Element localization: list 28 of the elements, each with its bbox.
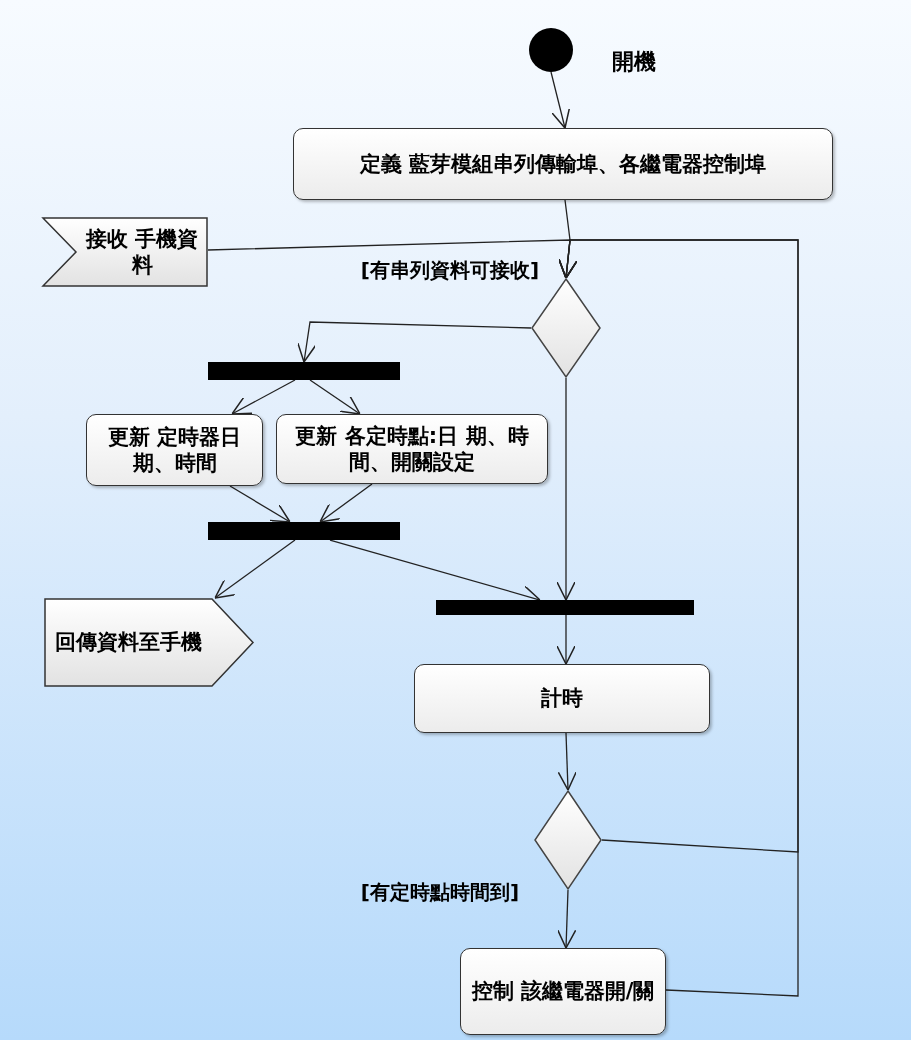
action-box: 控制 該繼電器開/關 bbox=[460, 948, 666, 1035]
arrow bbox=[319, 483, 373, 523]
arrow bbox=[558, 239, 799, 997]
join-bar bbox=[436, 600, 694, 615]
send-signal-shape: 回傳資料至手機 bbox=[44, 598, 254, 687]
arrow bbox=[556, 889, 577, 949]
node-caption: 開機 bbox=[612, 48, 656, 76]
join-bar bbox=[208, 522, 400, 540]
edge-label: [有定時點時間到] bbox=[359, 880, 521, 905]
arrow bbox=[297, 321, 532, 363]
arrow bbox=[229, 485, 291, 523]
receive-signal-shape: 接收 手機資料 bbox=[42, 217, 208, 287]
action-box: 計時 bbox=[414, 664, 710, 733]
fork-bar bbox=[208, 362, 400, 380]
start-circle bbox=[529, 28, 573, 72]
arrow bbox=[231, 379, 296, 415]
arrow bbox=[550, 71, 571, 129]
arrow bbox=[556, 377, 576, 601]
edge-label: [有串列資料可接收] bbox=[360, 258, 540, 283]
arrow bbox=[557, 732, 578, 791]
decision-diamond bbox=[531, 278, 601, 378]
arrow bbox=[556, 614, 576, 665]
action-box: 定義 藍芽模組串列傳輸埠、各繼電器控制埠 bbox=[293, 128, 833, 200]
decision-diamond bbox=[534, 790, 602, 890]
action-box: 更新 定時器日期、時間 bbox=[86, 414, 263, 486]
arrow bbox=[214, 539, 296, 599]
arrow bbox=[309, 379, 361, 415]
action-box: 更新 各定時點:日 期、時間、開關設定 bbox=[276, 414, 548, 484]
